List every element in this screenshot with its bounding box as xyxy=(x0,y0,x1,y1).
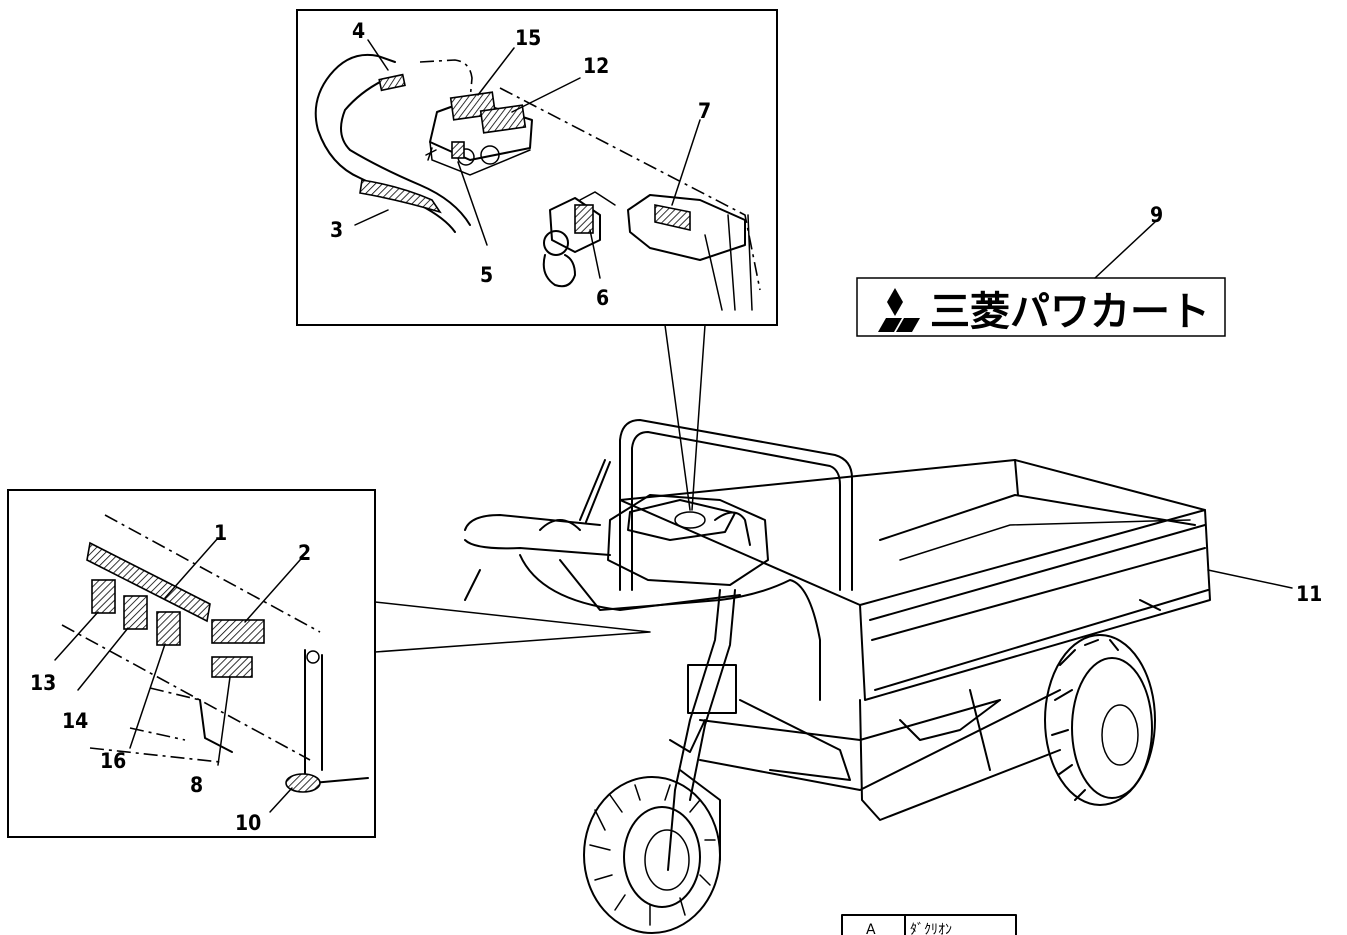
sticker-2 xyxy=(211,619,265,644)
callout-1: 1 xyxy=(214,521,227,545)
table-cell-a: A xyxy=(866,922,876,935)
table-cell-description: ﾀﾞｸﾘｵﾝ xyxy=(910,922,952,935)
callout-11: 11 xyxy=(1296,582,1322,606)
callout-13: 13 xyxy=(30,671,56,695)
callout-8: 8 xyxy=(190,773,203,797)
callout-15: 15 xyxy=(515,26,541,50)
callout-14: 14 xyxy=(62,709,88,733)
callout-4: 4 xyxy=(352,19,365,43)
callout-6: 6 xyxy=(596,286,609,310)
callout-9: 9 xyxy=(1150,203,1163,227)
callout-3: 3 xyxy=(330,218,343,242)
callout-12: 12 xyxy=(583,54,609,78)
callout-5: 5 xyxy=(480,263,493,287)
sticker-4 xyxy=(378,73,406,92)
sticker-6 xyxy=(574,204,594,234)
legend-table: A ﾀﾞｸﾘｵﾝ xyxy=(841,914,1017,935)
sticker-5 xyxy=(451,141,465,159)
sticker-3 xyxy=(359,179,442,214)
callout-numbers: 4 15 12 7 3 5 6 9 11 1 2 13 14 16 8 10 xyxy=(30,19,1322,835)
callout-16: 16 xyxy=(100,749,126,773)
mitsubishi-power-cart-logo: 三菱パワカート xyxy=(856,221,1226,337)
sticker-14 xyxy=(123,595,148,630)
callout-2: 2 xyxy=(298,541,311,565)
sticker-13 xyxy=(91,579,116,614)
sticker-10 xyxy=(285,773,321,793)
sticker-7 xyxy=(654,204,691,232)
sticker-1 xyxy=(86,541,211,623)
left-detail-inset xyxy=(7,489,651,838)
callout-7: 7 xyxy=(698,99,711,123)
power-cart-illustration xyxy=(464,419,1293,934)
top-detail-inset xyxy=(296,9,778,511)
sticker-12 xyxy=(479,104,527,134)
logo-text: 三菱パワカート xyxy=(930,289,1210,335)
callout-10: 10 xyxy=(235,811,261,835)
sticker-16 xyxy=(156,611,181,646)
sticker-8 xyxy=(211,656,253,678)
three-diamonds-logo xyxy=(878,288,920,332)
